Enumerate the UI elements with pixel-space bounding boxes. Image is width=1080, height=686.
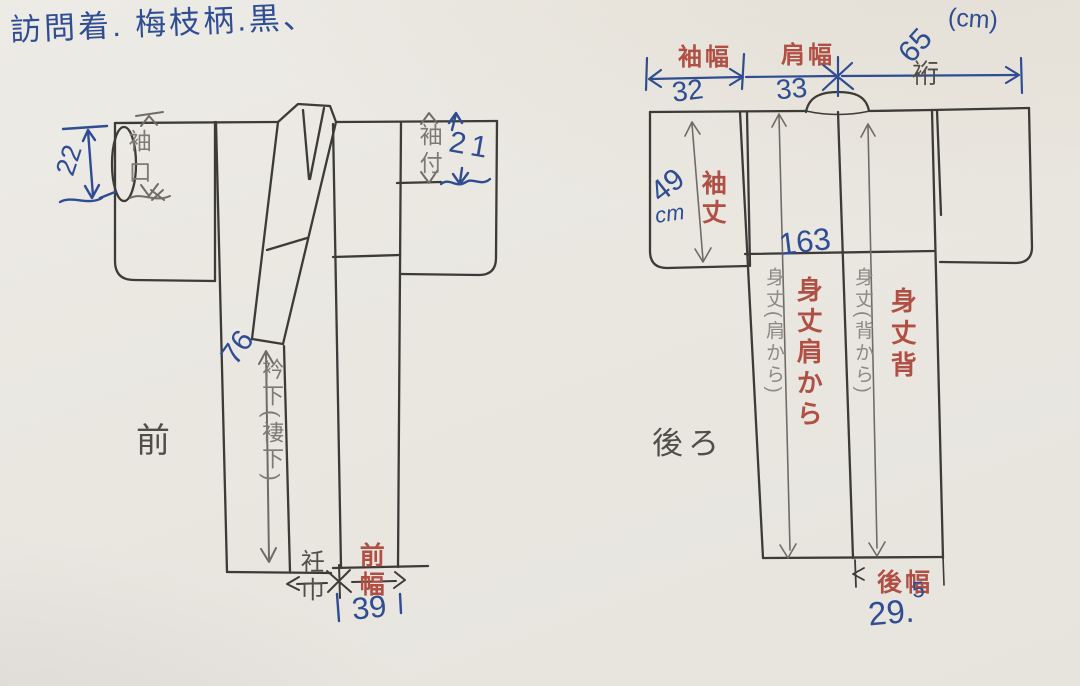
back-width-sup: 5 — [911, 576, 926, 603]
front-hem-right — [331, 564, 430, 570]
front-view-label: 前 — [136, 422, 170, 460]
sleeve-attach-value: 21 — [446, 125, 495, 166]
shoulder-width-value: 33 — [774, 71, 809, 106]
sleeve-attach-arrow-top — [420, 112, 438, 125]
okumi-seam — [282, 344, 292, 574]
front-right-sleeve — [399, 119, 499, 277]
front-pencil-marks — [129, 111, 438, 563]
star-tick-front — [326, 564, 352, 599]
back-body-right-edge — [930, 108, 945, 560]
sleeve-depth-label: 袖丈 — [698, 170, 727, 228]
sleeve-depth-arrow — [684, 121, 712, 263]
back-shoulder-line — [648, 108, 934, 114]
body-length-shoulder-red: 身丈肩から — [793, 276, 824, 431]
back-center-seam — [836, 110, 855, 560]
body-length-back-pencil: 身丈(背から) — [851, 267, 873, 396]
collar-band-end — [250, 337, 285, 346]
front-kimono-drawing — [110, 102, 499, 599]
front-width-label: 前幅 — [356, 542, 385, 600]
back-left-sleeve-seam — [745, 110, 752, 268]
body-length-shoulder-arrow — [771, 113, 797, 559]
back-hip-line — [743, 249, 936, 256]
body-length-back-arrow — [860, 123, 886, 557]
front-shoulder-left — [113, 120, 280, 125]
front-blue-marks — [58, 111, 492, 623]
sleeve-opening-label: 袖口 — [125, 129, 152, 191]
back-view-label: 後ろ — [652, 426, 724, 461]
front-width-arrow-right — [351, 571, 406, 589]
back-sleeve-width-label: 袖幅 — [678, 44, 732, 71]
collar-below-arrow — [258, 350, 277, 563]
collar-top — [276, 102, 338, 124]
sleeve-attach-arrow-bottom — [420, 170, 438, 184]
unit-note: (cm) — [947, 3, 999, 35]
back-kimono-drawing — [648, 90, 1034, 588]
back-sleeve-width-value: 32 — [670, 73, 705, 108]
collar-below-label: 衿下(褄下) — [259, 358, 285, 485]
back-right-sleeve — [938, 106, 1034, 265]
front-hem-left — [225, 570, 333, 575]
front-width-value: 39 — [350, 588, 389, 627]
okumi-width-arrow-left — [286, 576, 328, 591]
dim21-arrow-up — [447, 111, 464, 132]
body-length-back-red: 身丈背 — [887, 287, 918, 383]
back-right-sleeve-top — [930, 106, 1031, 112]
sleeve-depth-unit: cm — [653, 199, 686, 228]
dim21-arrow-down — [439, 166, 492, 186]
sleeve-opening-arrow-bottom — [129, 183, 171, 201]
front-body-right-edge — [396, 120, 403, 569]
sleeve-opening-arrow-top — [135, 111, 164, 127]
back-width-number: 29. — [866, 591, 916, 633]
front-body-left-edge — [214, 120, 229, 574]
back-pencil-arrows — [684, 113, 886, 559]
back-width-value: 29.5 — [866, 576, 927, 633]
sleeve-attach-label: 袖付 — [416, 123, 443, 179]
front-shoulder-right — [334, 119, 499, 124]
front-left-sleeve — [113, 121, 217, 283]
front-waist-seam — [331, 253, 402, 259]
collar-band-seam — [265, 236, 309, 252]
back-width-label: 後幅 — [877, 569, 934, 597]
dim22-bottom-squiggle — [58, 190, 117, 204]
back-width-tick-right — [942, 555, 945, 586]
collar-inner-v — [301, 106, 326, 181]
collar-band-right — [281, 120, 338, 346]
sleeve-opening-oval — [110, 125, 138, 203]
dim-end-left — [644, 56, 663, 92]
dim22-top-bar — [61, 124, 109, 131]
back-body-left-edge — [738, 110, 765, 560]
collar-band-left — [250, 120, 280, 341]
dim-tick-sleeve-shoulder — [728, 52, 746, 91]
back-right-sleeve-seam — [935, 108, 943, 217]
yuki-label: 裄 — [912, 59, 939, 89]
back-hem — [761, 555, 945, 560]
shoulder-width-label: 肩幅 — [781, 42, 835, 69]
sleeve-attach-tick — [395, 180, 443, 185]
body-length-shoulder-pencil: 身丈(肩から) — [762, 267, 784, 396]
front-width-ticks — [335, 592, 403, 623]
dimension-line-segments — [648, 73, 1020, 81]
back-width-arrow-left — [852, 559, 865, 588]
body-length-value: 163 — [776, 220, 833, 263]
top-dimension-line — [644, 52, 1024, 98]
dim22-arrow — [81, 128, 101, 200]
back-left-sleeve — [648, 110, 750, 270]
star-tick-center — [820, 55, 855, 98]
okumi-width-label: 衽巾 — [296, 549, 324, 605]
center-front-line — [331, 122, 343, 569]
dim-end-right — [1004, 56, 1024, 95]
